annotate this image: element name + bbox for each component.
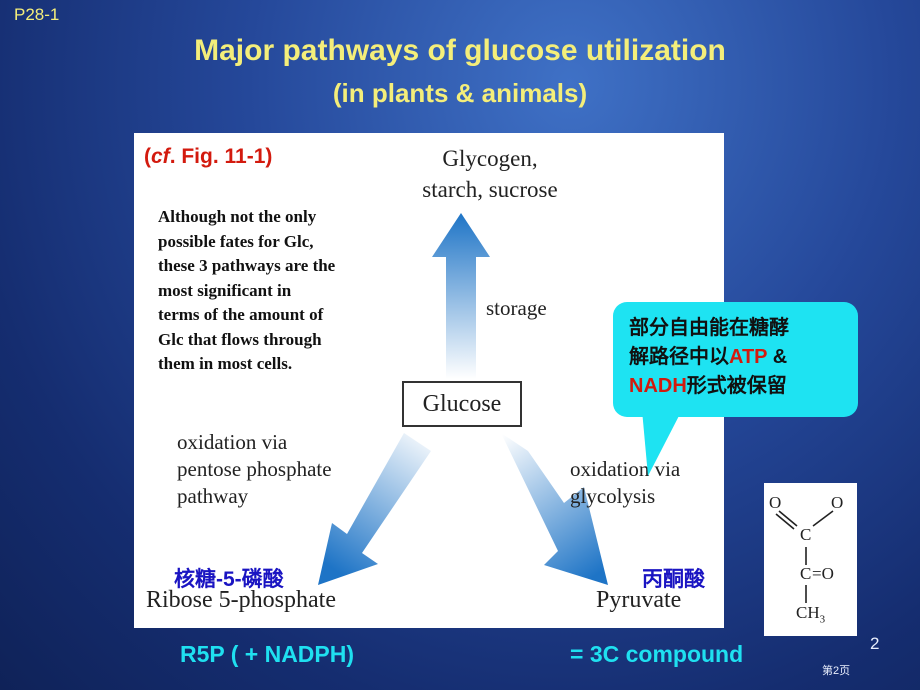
callout-bubble: 部分自由能在糖酵 解路径中以ATP & NADH形式被保留 — [613, 302, 858, 417]
atp-text: ATP — [729, 346, 768, 368]
page-number: 2 — [870, 634, 880, 653]
pyruvate-label: Pyruvate — [596, 587, 682, 613]
note-line: possible fates for Glc, — [158, 231, 314, 251]
pathway-arrows — [318, 213, 608, 585]
glycolysis-label: oxidation via glycolysis — [570, 456, 680, 510]
pentose-phosphate-label: oxidation via pentose phosphate pathway — [177, 429, 332, 510]
arrow-pentose-phosphate — [318, 433, 431, 585]
methyl-main: CH — [796, 603, 820, 622]
note-line: Glc that flows through — [158, 329, 322, 349]
pathway-note: Although not the only possible fates for… — [158, 205, 388, 377]
callout-tail — [642, 410, 682, 476]
callout-text: 形式被保留 — [686, 375, 787, 397]
callout-line: NADH形式被保留 — [629, 372, 842, 401]
figure-reference-rest: . Fig. 11-1) — [169, 145, 273, 168]
glycogen-node: Glycogen, starch, sucrose — [360, 143, 620, 205]
keto-oxygen: =O — [812, 564, 834, 583]
methyl-subscript: 3 — [819, 613, 826, 626]
arrow-storage — [432, 213, 490, 379]
ribose-chinese-label: 核糖-5-磷酸 — [174, 568, 284, 591]
note-line: them in most cells. — [158, 354, 293, 373]
ppp-line: pathway — [177, 484, 249, 508]
nadh-text: NADH — [629, 375, 687, 397]
note-line: most significant in — [158, 280, 292, 300]
slide-subtitle: (in plants & animals) — [332, 78, 588, 108]
note-line: Although not the only — [158, 207, 317, 226]
carbon-keto: C — [800, 564, 812, 583]
note-line: terms of the amount of — [158, 305, 324, 324]
callout-text: & — [767, 346, 788, 368]
r5p-formula: R5P ( + NADPH) — [180, 641, 355, 667]
callout-line: 部分自由能在糖酵 — [629, 317, 789, 339]
starch-sucrose-label: starch, sucrose — [422, 177, 558, 202]
slide-title: Major pathways of glucose utilization — [194, 34, 726, 67]
storage-label: storage — [486, 296, 547, 320]
slide-tag: P28-1 — [14, 5, 60, 24]
oxygen-left: O — [769, 493, 782, 512]
callout-text: 解路径中以 — [629, 346, 729, 368]
ppp-line: oxidation via — [177, 430, 288, 454]
methyl-group: CH3 — [796, 603, 825, 629]
glycolysis-line: oxidation via — [570, 457, 681, 481]
glycolysis-line: glycolysis — [570, 484, 656, 508]
pyruvate-structure: O O C C =O CH3 — [764, 483, 857, 636]
three-carbon-note: = 3C compound — [570, 641, 744, 667]
ribose-5-phosphate-label: Ribose 5-phosphate — [146, 587, 336, 613]
ppp-line: pentose phosphate — [177, 457, 332, 481]
glycogen-label: Glycogen, — [442, 146, 538, 171]
glucose-node: Glucose — [402, 381, 522, 427]
figure-reference: (cf. Fig. 11-1) — [144, 145, 272, 169]
glucose-label: Glucose — [422, 390, 502, 417]
callout-line: 解路径中以ATP & — [629, 343, 842, 372]
arrow-glycolysis — [501, 433, 608, 585]
carbon-carboxyl: C — [800, 525, 812, 544]
pyruvate-chinese-label: 丙酮酸 — [642, 568, 705, 591]
figure-reference-cf: cf — [151, 145, 170, 168]
page-label: 第2页 — [822, 665, 851, 677]
figure-reference-open: ( — [144, 145, 151, 168]
oxygen-right: O — [831, 493, 844, 512]
pyruvate-structure-bonds — [775, 510, 834, 603]
note-line: these 3 pathways are the — [158, 256, 336, 275]
